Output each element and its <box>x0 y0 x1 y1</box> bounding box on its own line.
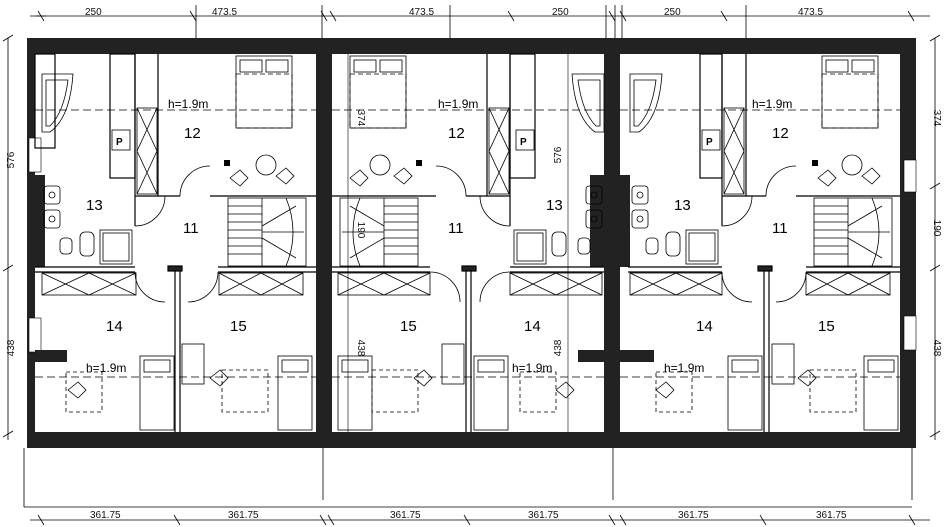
inner-dim-190: 190 <box>355 222 366 239</box>
top-dim-3: 473.5 <box>409 7 434 18</box>
room-11-label: 11 <box>772 220 788 237</box>
room-14-label: 14 <box>696 318 713 335</box>
wall-west <box>27 38 35 448</box>
bottom-dimension-line <box>23 448 930 526</box>
room-13-label: 13 <box>546 197 563 214</box>
unit-1: P h=1 <box>27 38 332 448</box>
pantry-label: P <box>706 137 713 148</box>
unit-2: P 374 <box>332 38 620 448</box>
headroom-label-14: h=1.9m <box>664 361 704 375</box>
room-13-label: 13 <box>86 197 103 214</box>
room-11-label: 11 <box>448 220 464 237</box>
right-dim-2: 190 <box>931 220 942 237</box>
wall-south <box>27 432 332 448</box>
right-dim-3: 438 <box>931 340 942 357</box>
room-12-label: 12 <box>448 125 465 142</box>
top-dim-1: 250 <box>85 7 102 18</box>
top-dim-2: 473.5 <box>212 7 237 18</box>
bottom-dim-6: 361.75 <box>816 510 847 521</box>
right-dimension-line <box>929 34 941 440</box>
room-11-label: 11 <box>183 220 199 237</box>
room-12-label: 12 <box>184 125 201 142</box>
room-14-label: 14 <box>106 318 123 335</box>
inner-dim-576: 576 <box>553 146 564 163</box>
pantry-label: P <box>116 137 123 148</box>
inner-dim-438b: 438 <box>553 339 564 356</box>
unit-3: P h=1.9m h=1.9m 12 13 <box>620 38 917 448</box>
bottom-dim-4: 361.75 <box>528 510 559 521</box>
top-dim-5: 250 <box>664 7 681 18</box>
bottom-dim-3: 361.75 <box>390 510 421 521</box>
room-15-label: 15 <box>818 318 835 335</box>
top-dim-6: 473.5 <box>798 7 823 18</box>
headroom-label-12: h=1.9m <box>752 97 792 111</box>
pantry-label: P <box>520 137 527 148</box>
wall-stub <box>35 175 45 267</box>
right-dim-1: 374 <box>931 110 942 127</box>
wall-party <box>316 38 332 448</box>
wall-stub <box>35 350 67 362</box>
headroom-label-12: h=1.9m <box>438 97 478 111</box>
window <box>28 317 42 353</box>
bottom-dim-1: 361.75 <box>90 510 121 521</box>
left-dim-2: 438 <box>6 339 17 356</box>
room-13-label: 13 <box>674 197 691 214</box>
staircase <box>227 197 307 267</box>
top-dimension-labels: 250 473.5 473.5 250 250 473.5 <box>85 7 823 18</box>
room-12-label: 12 <box>772 125 789 142</box>
headroom-label-14: h=1.9m <box>86 361 126 375</box>
bottom-dim-2: 361.75 <box>228 510 259 521</box>
bottom-dim-5: 361.75 <box>678 510 709 521</box>
staircase <box>813 197 893 267</box>
top-dim-4: 250 <box>552 7 569 18</box>
left-dim-1: 576 <box>6 151 17 168</box>
top-dimension-line <box>30 5 930 38</box>
room-15-label: 15 <box>400 318 417 335</box>
left-dimension-line <box>2 34 14 440</box>
bottom-dimension-labels: 361.75 361.75 361.75 361.75 361.75 361.7… <box>90 510 847 521</box>
room-14-label: 14 <box>524 318 541 335</box>
headroom-label-12: h=1.9m <box>168 97 208 111</box>
headroom-label-14: h=1.9m <box>512 361 552 375</box>
inner-dim-438: 438 <box>355 340 366 357</box>
inner-dim-374: 374 <box>355 110 366 127</box>
wall-north <box>27 38 328 54</box>
wall-partition <box>34 53 56 149</box>
staircase <box>339 197 419 267</box>
room-15-label: 15 <box>230 318 247 335</box>
